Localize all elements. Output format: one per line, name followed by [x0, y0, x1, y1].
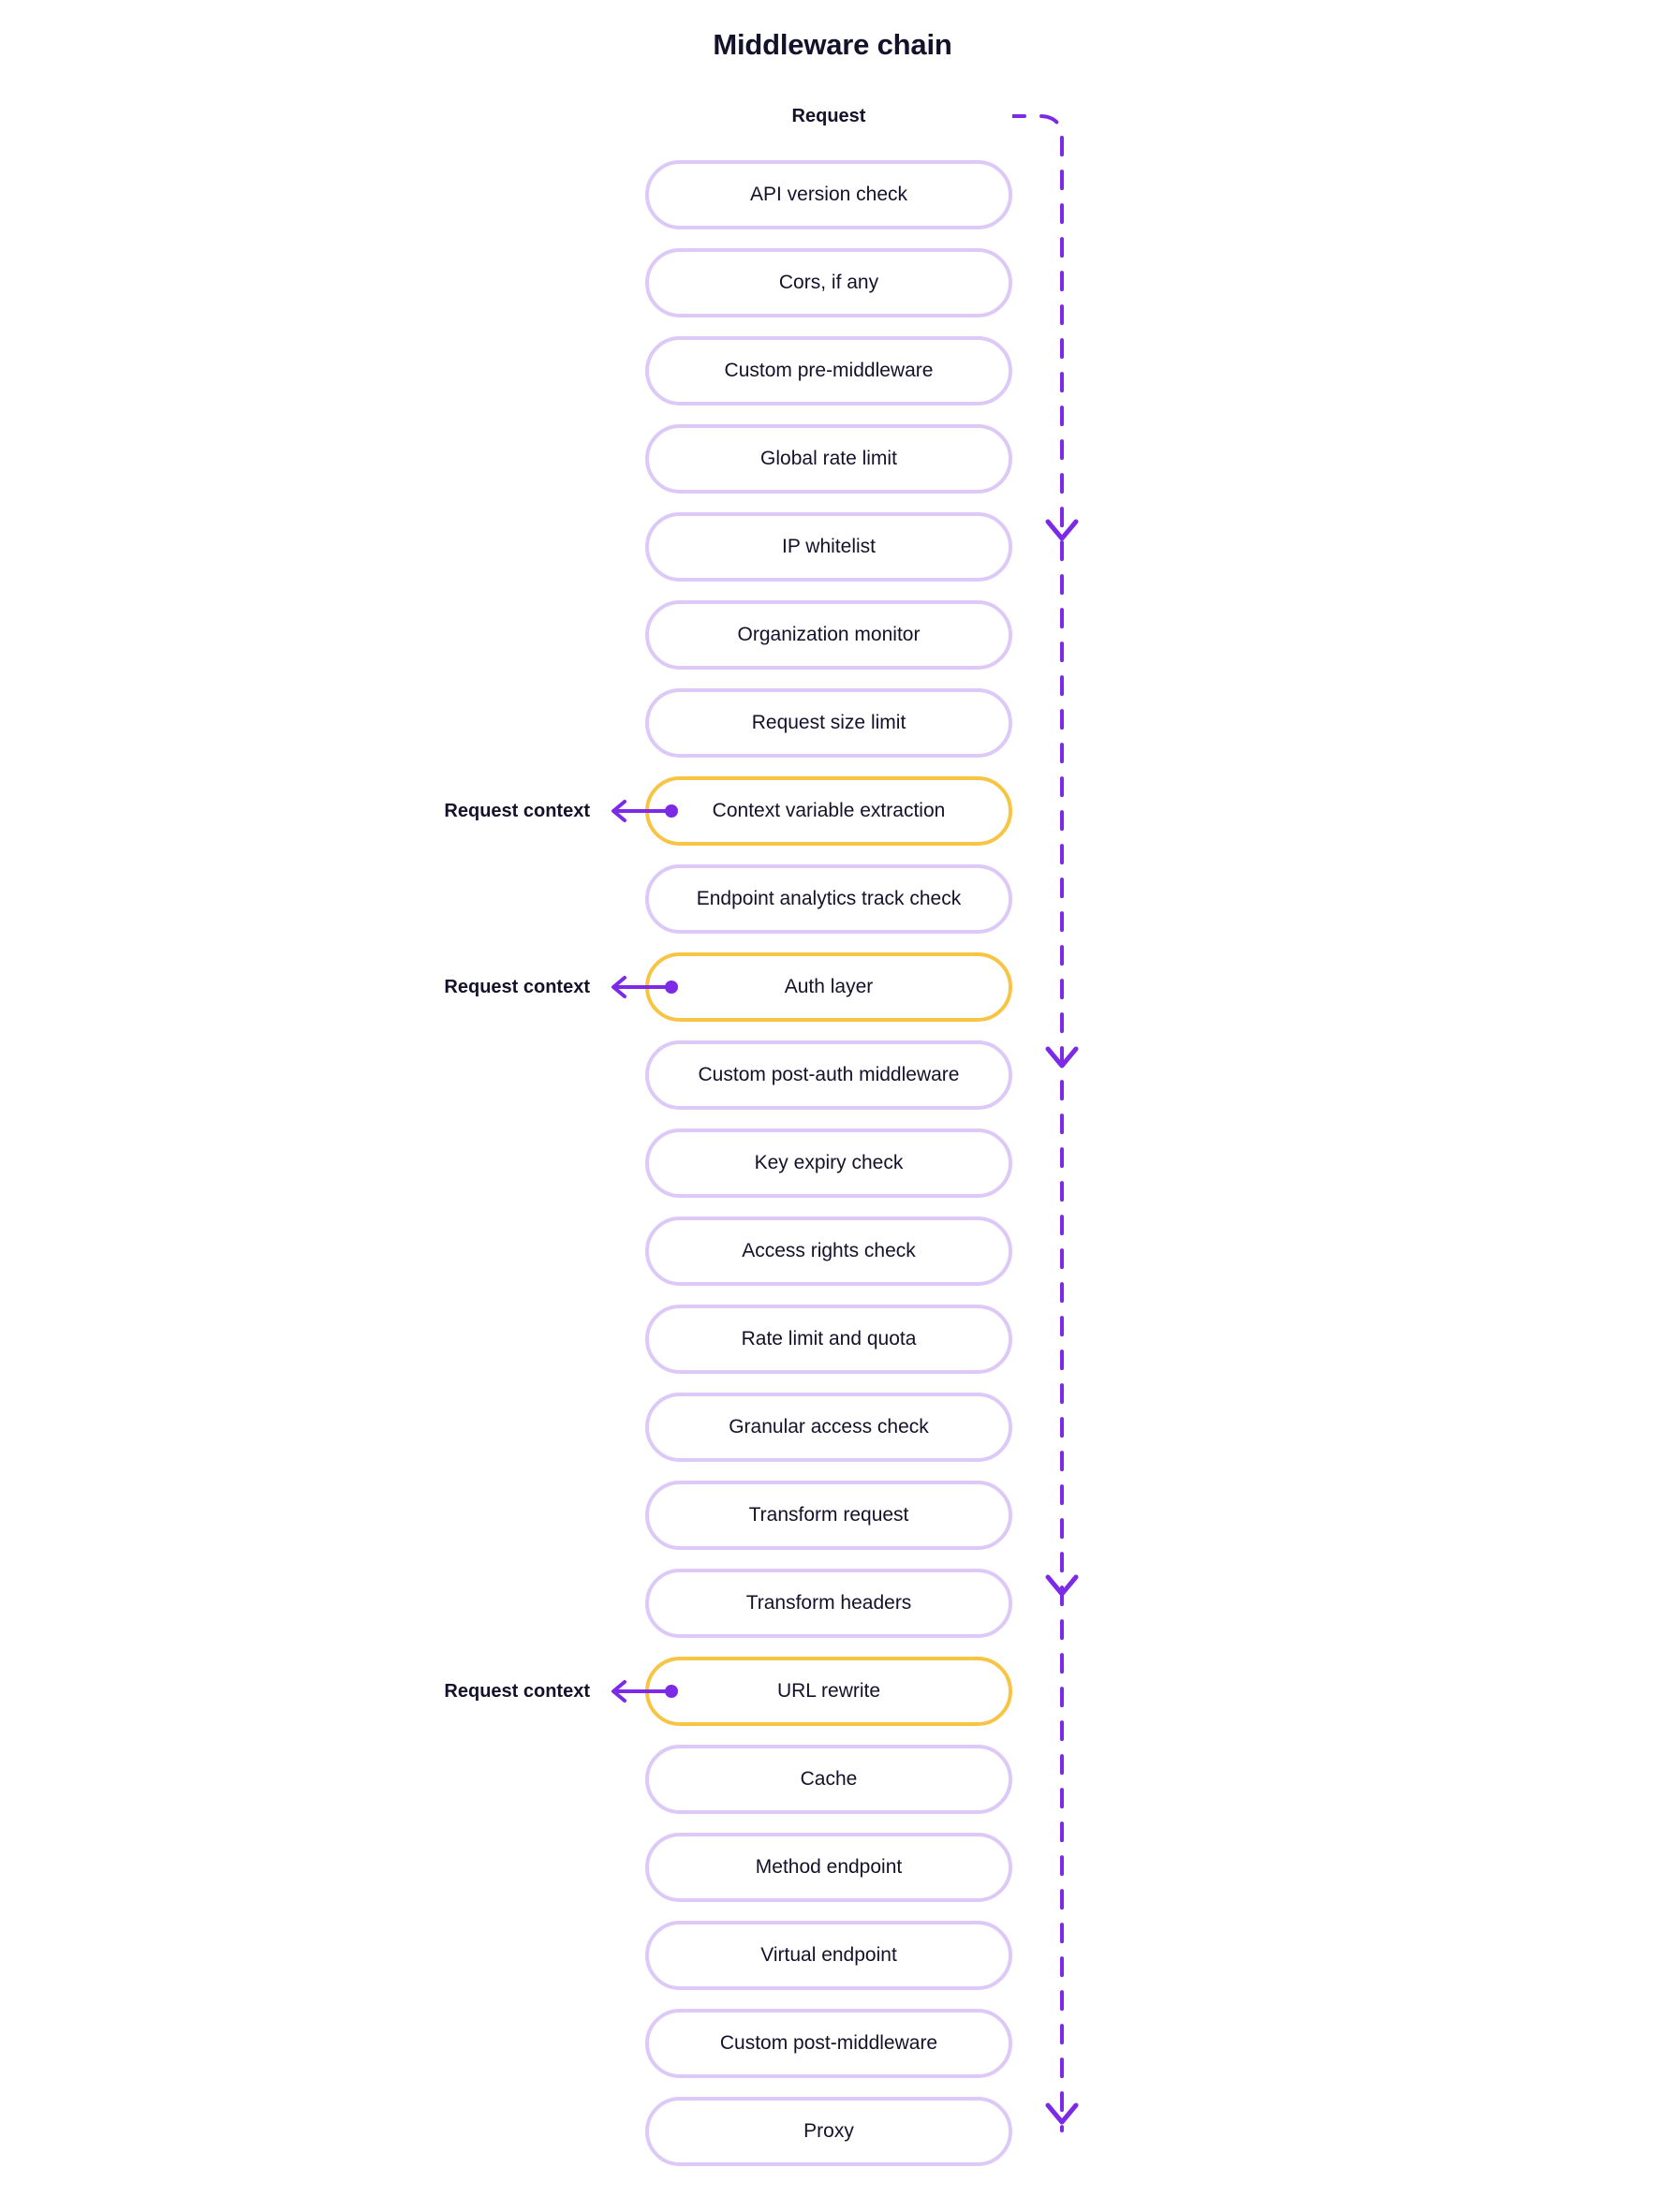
request-context-label: Request context — [444, 1680, 590, 1702]
request-context-label: Request context — [444, 800, 590, 821]
middleware-node-label: Method endpoint — [755, 1856, 903, 1878]
middleware-node-label: Virtual endpoint — [760, 1944, 897, 1966]
middleware-node[interactable]: Custom post-auth middleware — [645, 1040, 1012, 1110]
arrow-left-icon — [611, 976, 678, 998]
middleware-node[interactable]: Global rate limit — [645, 424, 1012, 494]
middleware-node[interactable]: Cors, if any — [645, 248, 1012, 317]
middleware-node-label: Global rate limit — [760, 448, 897, 469]
middleware-node[interactable]: Transform headers — [645, 1569, 1012, 1638]
flow-arrowhead-icon-1 — [1045, 519, 1079, 541]
middleware-node-label: Custom pre-middleware — [724, 360, 934, 381]
middleware-node-label: Custom post-auth middleware — [698, 1064, 960, 1085]
middleware-node-label: Custom post-middleware — [719, 2032, 938, 2054]
middleware-node[interactable]: Transform request — [645, 1481, 1012, 1550]
middleware-node-label: Endpoint analytics track check — [696, 888, 962, 909]
middleware-node-label: Transform headers — [745, 1592, 912, 1614]
request-context-annotation: Request context — [356, 1677, 680, 1705]
middleware-node-label: Cors, if any — [778, 272, 879, 293]
middleware-node-label: Request size limit — [751, 712, 906, 733]
request-context-annotation: Request context — [356, 973, 680, 1001]
middleware-node-label: IP whitelist — [782, 536, 876, 557]
middleware-node-label: Rate limit and quota — [741, 1328, 917, 1349]
middleware-node[interactable]: Organization monitor — [645, 600, 1012, 670]
request-entry-label: Request — [645, 103, 1012, 129]
middleware-node-label: Cache — [800, 1768, 858, 1790]
middleware-node-label: URL rewrite — [776, 1680, 881, 1702]
middleware-node[interactable]: IP whitelist — [645, 512, 1012, 582]
middleware-node[interactable]: Custom pre-middleware — [645, 336, 1012, 406]
middleware-node-label: Transform request — [748, 1504, 909, 1526]
middleware-node[interactable]: Request size limit — [645, 688, 1012, 758]
middleware-node[interactable]: Granular access check — [645, 1393, 1012, 1462]
middleware-node[interactable]: Auth layer — [645, 952, 1012, 1022]
request-context-annotation: Request context — [356, 797, 680, 825]
middleware-node[interactable]: Access rights check — [645, 1217, 1012, 1286]
flow-arrowhead-icon-4 — [1045, 2102, 1079, 2125]
flow-arrowhead-icon-2 — [1045, 1046, 1079, 1069]
middleware-node[interactable]: Custom post-middleware — [645, 2009, 1012, 2078]
middleware-node-label: Proxy — [803, 2120, 854, 2142]
middleware-node-label: Granular access check — [729, 1416, 929, 1438]
middleware-node[interactable]: Rate limit and quota — [645, 1305, 1012, 1374]
middleware-node-label: Access rights check — [742, 1240, 916, 1261]
arrow-left-icon — [611, 1680, 678, 1703]
request-context-label: Request context — [444, 976, 590, 997]
middleware-node[interactable]: API version check — [645, 160, 1012, 229]
middleware-node[interactable]: Virtual endpoint — [645, 1921, 1012, 1990]
middleware-node[interactable]: Endpoint analytics track check — [645, 864, 1012, 934]
middleware-node[interactable]: URL rewrite — [645, 1657, 1012, 1726]
middleware-node-label: Context variable extraction — [712, 800, 946, 821]
middleware-node[interactable]: Key expiry check — [645, 1128, 1012, 1198]
middleware-node[interactable]: Cache — [645, 1745, 1012, 1814]
middleware-node-label: Auth layer — [784, 976, 874, 997]
flow-arrowhead-icon-3 — [1045, 1574, 1079, 1597]
middleware-node-label: Key expiry check — [754, 1152, 904, 1173]
middleware-node-label: API version check — [749, 184, 908, 205]
middleware-node-label: Organization monitor — [737, 624, 921, 645]
arrow-left-icon — [611, 800, 678, 822]
page-title: Middleware chain — [713, 28, 952, 61]
middleware-node[interactable]: Proxy — [645, 2097, 1012, 2166]
middleware-node[interactable]: Method endpoint — [645, 1833, 1012, 1902]
middleware-node[interactable]: Context variable extraction — [645, 776, 1012, 846]
